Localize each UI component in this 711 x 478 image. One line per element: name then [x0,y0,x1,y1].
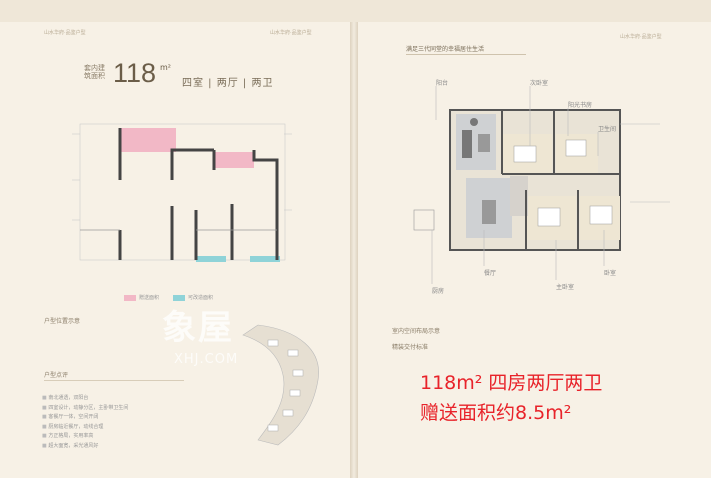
floor-plan-left [72,123,292,262]
site-section-title: 户型位置示意 [44,318,81,325]
points-section-title: 户型点评 [44,372,69,379]
review-bullets: 南北通透，双阳台 四室设计，动静分区，主卧带卫生间 客餐厅一体，空间开阔 厨房临… [42,394,128,451]
callout-bedroom2: 次卧室 [530,80,549,87]
right-page-title: 满足三代同堂的幸福居住生活 [406,46,485,53]
convertible-area-1 [196,256,226,262]
gift-area-top-right [214,152,254,168]
layout-section-title: 室内空间布局示意 [392,328,441,335]
callout-bath: 卫生间 [598,126,617,133]
gift-area-top-left [120,128,176,152]
bullet-item: 厨房临近餐厅，动线合理 [42,423,128,433]
plan-legend: 赠送面积 可改造面积 [124,294,213,301]
callout-leader-lines [431,86,670,284]
area-value: 118 [113,58,157,88]
legend-gift: 赠送面积 [124,294,159,301]
callout-kitchen: 厨房 [432,288,445,295]
callout-bedroom: 卧室 [604,270,617,277]
left-header: 山水华府·品鉴户型 [44,30,86,36]
section-divider [44,380,184,381]
layout-description: 四室 | 两厅 | 两卫 [182,78,274,89]
area-label: 套内建筑面积 [84,64,105,80]
bullet-item: 南北通透，双阳台 [42,394,128,404]
bullet-item: 超大面宽，采光通风好 [42,442,128,452]
site-plan-map [242,324,319,446]
watermark-url: XHJ.COM [174,352,239,367]
callout-balcony: 阳台 [436,80,449,87]
bullet-item: 客餐厅一体，空间开阔 [42,413,128,423]
promo-line-layout: 118m² 四房两厅两卫 [420,372,603,394]
callout-dining: 餐厅 [484,270,497,277]
bullet-item: 方正格局，实用率高 [42,432,128,442]
legend-convertible: 可改造面积 [173,294,213,301]
title-underline [406,54,526,55]
left-header-right: 山水华府·品鉴户型 [270,30,312,36]
floor-plan-right [413,109,621,251]
convertible-area-2 [250,256,280,262]
callout-study: 阳光书房 [568,102,593,109]
right-header: 山水华府·品鉴户型 [620,34,662,40]
book-spine [350,22,358,478]
delivery-section-title: 精装交付标准 [392,344,429,351]
bullet-item: 四室设计，动静分区，主卧带卫生间 [42,404,128,414]
area-unit: m² [160,63,171,72]
promo-line-gift-area: 赠送面积约8.5m² [420,402,572,424]
callout-master: 主卧室 [556,284,575,291]
watermark-logo: 象屋 [162,308,234,348]
